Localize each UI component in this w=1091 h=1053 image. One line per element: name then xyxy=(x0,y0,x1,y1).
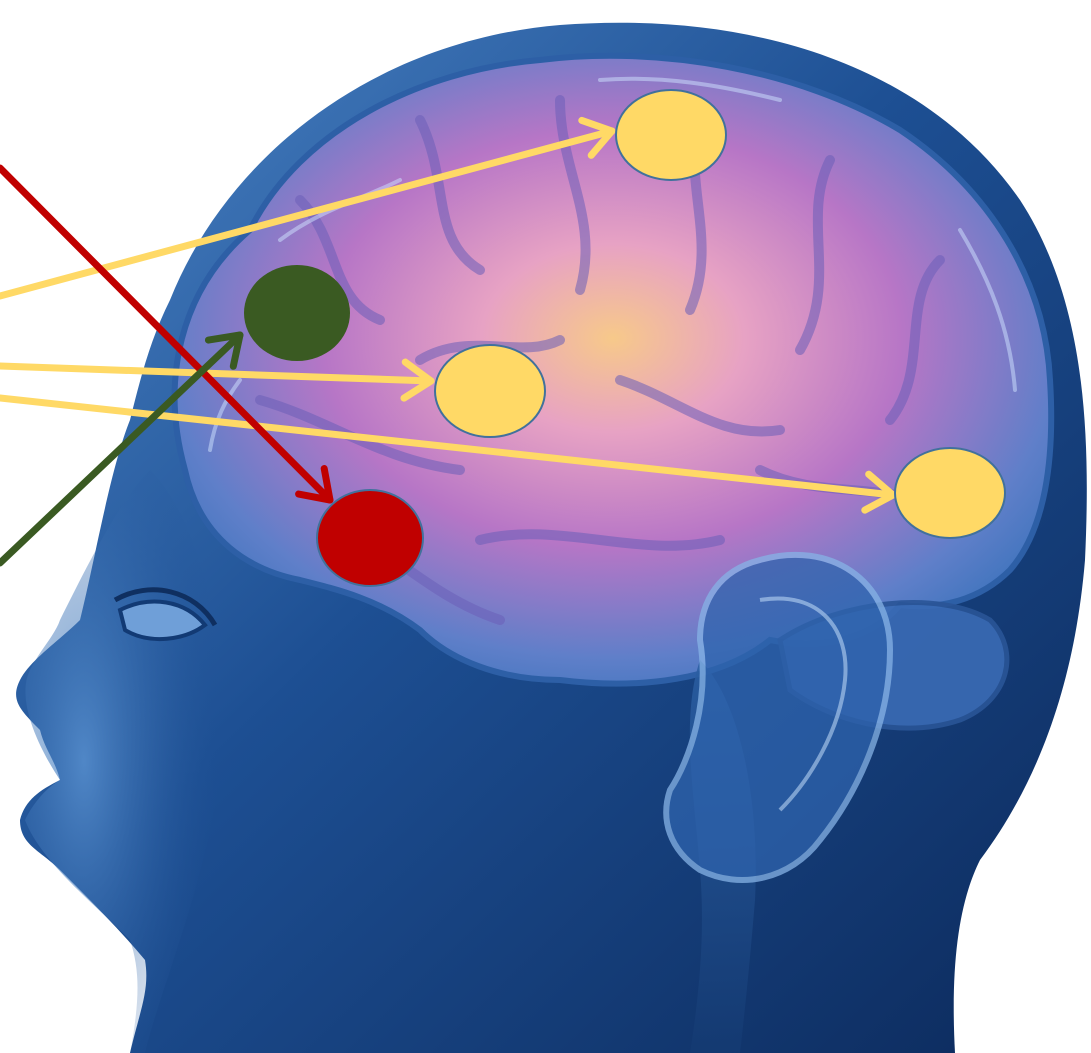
yellow-marker-top xyxy=(616,90,726,180)
yellow-marker-back xyxy=(895,448,1005,538)
yellow-marker-middle xyxy=(435,345,545,437)
green-marker xyxy=(244,265,350,361)
red-marker xyxy=(317,490,423,586)
